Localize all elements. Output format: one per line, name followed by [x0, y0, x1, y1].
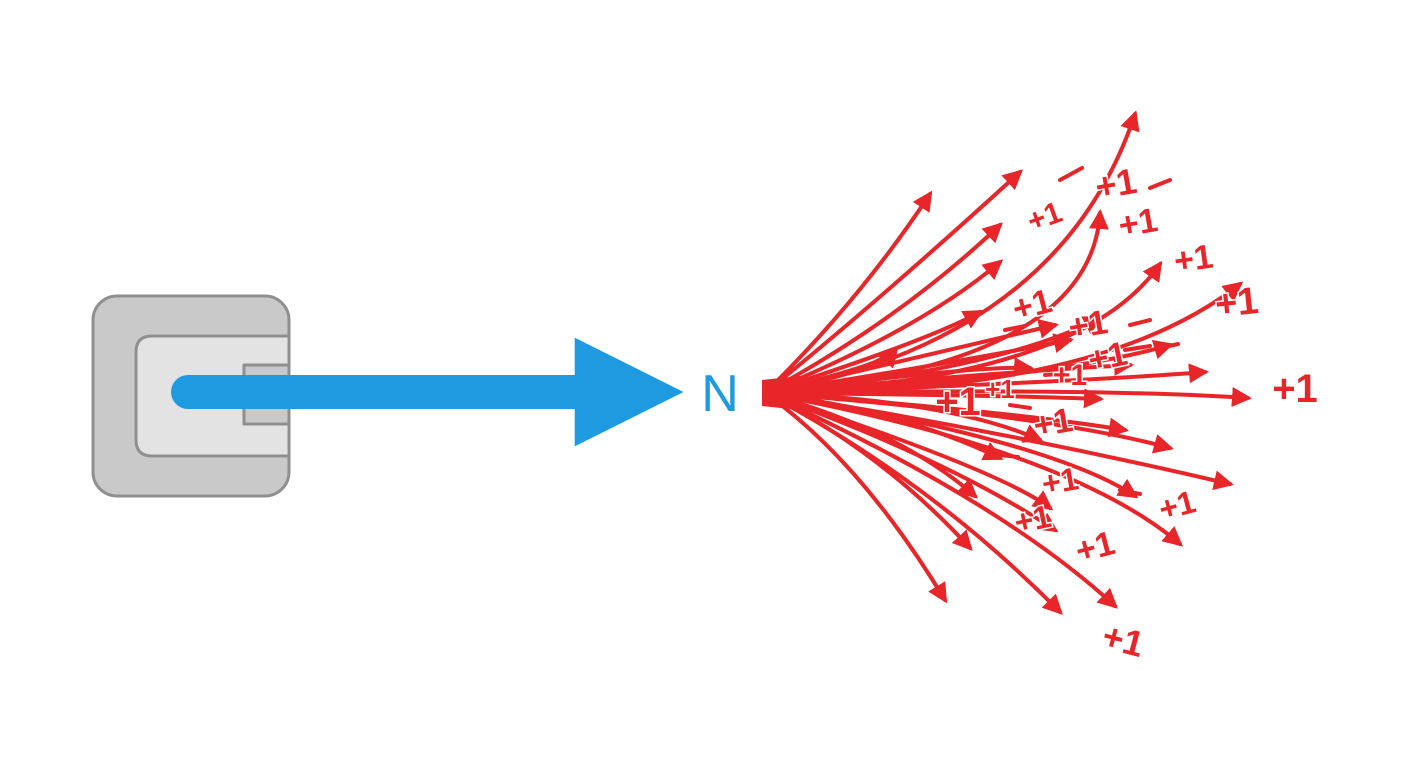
plus-one-label: +1	[1172, 238, 1216, 281]
fan-arrow	[763, 110, 1140, 395]
plus-one-label: +1	[1272, 367, 1318, 411]
fan-dash	[1058, 166, 1084, 182]
fan-arrow	[763, 391, 1118, 609]
plus-one-label: +1	[985, 374, 1015, 404]
plus-one-label: +1	[1072, 524, 1119, 571]
fan-dash	[998, 453, 1020, 459]
plus-one-label: +1	[1053, 359, 1087, 392]
fan-arrow	[763, 222, 1003, 395]
plus-one-label: +1	[1155, 483, 1200, 527]
fan-arrow	[763, 209, 1109, 395]
fan-out-arrows	[762, 110, 1252, 615]
fan-arrow	[763, 310, 984, 395]
fan-dash	[1123, 344, 1152, 352]
plus-one-label: +1	[1092, 160, 1140, 208]
plus-one-label: +1	[1023, 196, 1066, 239]
plus-one-label: +1	[1039, 460, 1081, 502]
plus-one-label: +1	[1031, 401, 1076, 445]
fan-dash	[1118, 488, 1142, 496]
plus-one-label: +1	[1213, 280, 1260, 326]
fan-arrow	[763, 281, 1244, 396]
fan-arrow	[763, 391, 948, 604]
fan-dash	[1003, 324, 1027, 332]
fan-dash	[1158, 342, 1180, 350]
node-label: N	[701, 365, 739, 423]
fan-arrow	[763, 391, 1054, 511]
plus-one-label: +1	[1085, 335, 1131, 380]
fan-dash	[1008, 403, 1032, 410]
fan-arrow	[763, 391, 1184, 547]
plus-one-label: +1	[935, 380, 981, 424]
fan-dash	[1148, 178, 1172, 190]
plus-one-label: +1	[1098, 615, 1148, 665]
plus-one-label: +1	[1066, 303, 1111, 347]
plus-one-label: +1	[1011, 498, 1054, 541]
fan-arrow	[763, 391, 1063, 615]
fan-dash	[1128, 318, 1152, 327]
plus-one-label: +1	[1116, 201, 1161, 245]
fan-arrow	[763, 259, 1004, 395]
fan-arrow	[763, 391, 1174, 454]
fan-arrow	[763, 169, 1023, 395]
fan-arrow	[763, 190, 933, 395]
fan-dash	[1043, 372, 1060, 377]
